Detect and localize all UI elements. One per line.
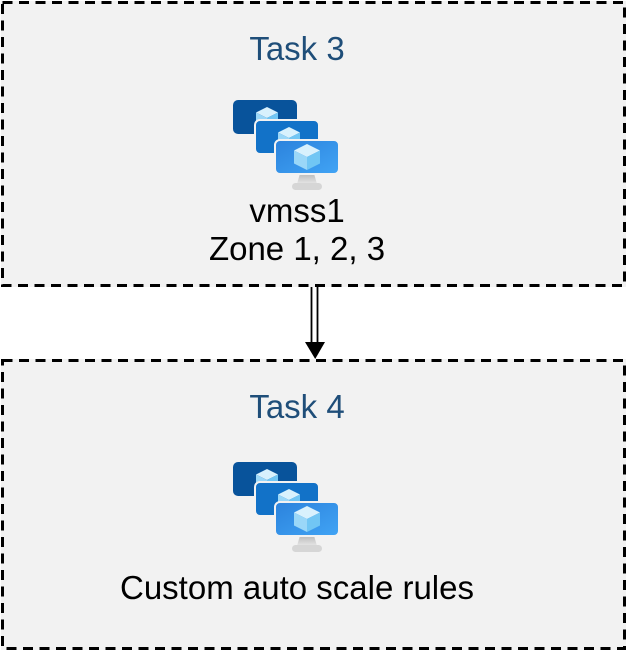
autoscale-rules-label: Custom auto scale rules [120, 569, 474, 606]
vmss-icon [233, 462, 339, 552]
task4-box: Task 4 [1, 359, 626, 650]
task3-labels: vmss1 Zone 1, 2, 3 [1, 192, 593, 267]
task3-box: Task 3 [1, 1, 626, 287]
arrowhead-icon [305, 342, 325, 359]
task4-title: Task 4 [249, 388, 345, 425]
task4-labels: Custom auto scale rules [1, 569, 593, 607]
arrow-down-connector [305, 287, 325, 359]
vmss-name-label: vmss1 [249, 192, 345, 229]
zones-label: Zone 1, 2, 3 [208, 229, 386, 267]
vmss-icon [233, 100, 339, 190]
task3-title: Task 3 [249, 30, 345, 67]
